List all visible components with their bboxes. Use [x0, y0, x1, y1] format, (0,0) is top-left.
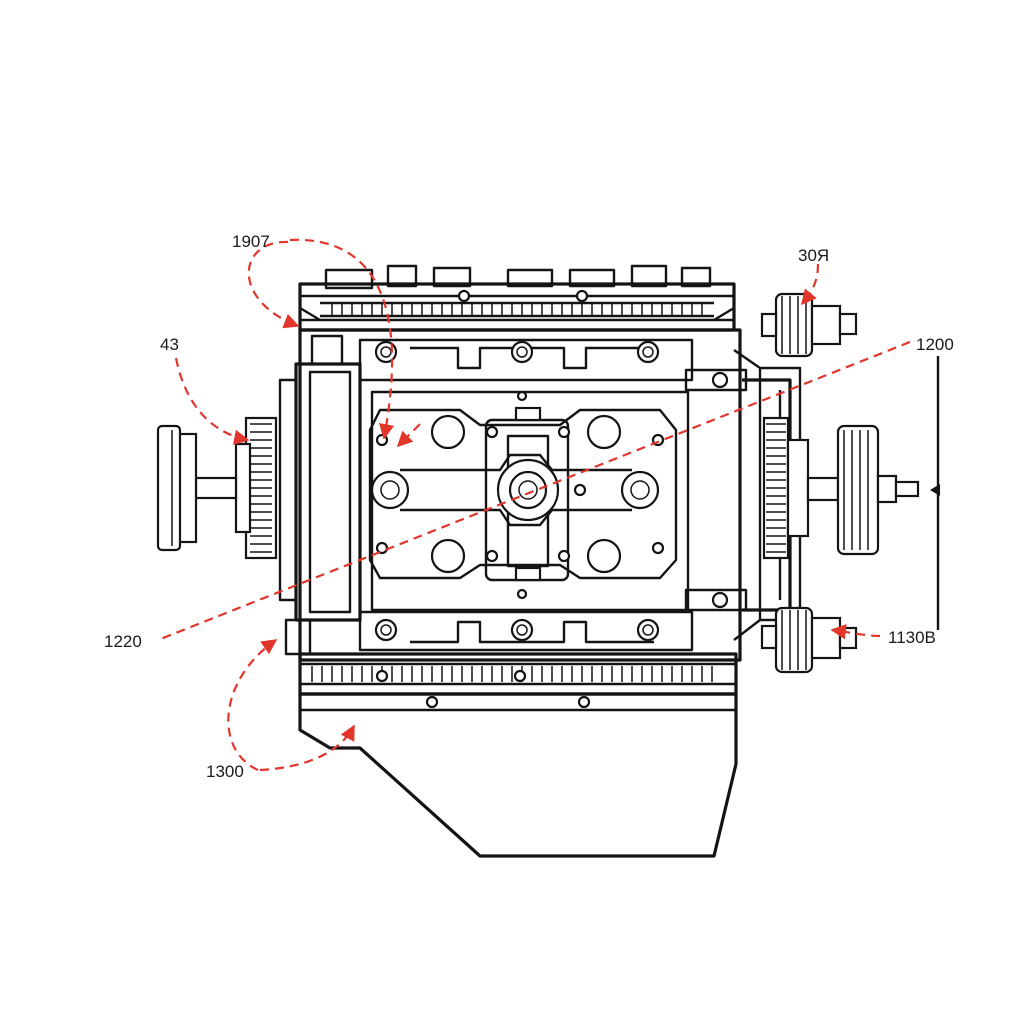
callout-1300: 1300 — [206, 762, 244, 781]
leader-1300 — [227, 639, 278, 772]
leader-1907-b — [289, 238, 395, 440]
leader-30r — [801, 263, 820, 306]
callout-1220: 1220 — [104, 632, 142, 651]
right-top-idler — [760, 292, 858, 358]
top-rail — [298, 282, 736, 332]
callout-43: 43 — [160, 335, 179, 354]
callout-30r: 30Я — [798, 246, 829, 265]
callout-1200: 1200 — [916, 335, 954, 354]
callout-labels: 1907 43 30Я 1200 1220 1130B 1300 — [104, 232, 954, 781]
left-timing-housing — [278, 334, 362, 656]
engine-block — [156, 264, 940, 858]
left-pulley — [156, 416, 278, 560]
dimension-line — [930, 356, 940, 630]
leader-1300-b — [259, 724, 355, 772]
right-pulley — [762, 416, 920, 560]
callout-leaders — [157, 238, 911, 772]
callout-1130b: 1130B — [888, 628, 936, 647]
right-bottom-idler — [760, 606, 858, 674]
leader-1130b — [830, 624, 881, 640]
oil-pan — [298, 692, 738, 858]
leader-43 — [174, 357, 250, 445]
lower-studs — [374, 588, 660, 642]
leader-1907 — [247, 240, 300, 329]
leader-1200-arrow — [396, 423, 421, 448]
cylinder-head — [368, 406, 678, 582]
callout-1907: 1907 — [232, 232, 270, 251]
top-bosses — [324, 264, 712, 290]
